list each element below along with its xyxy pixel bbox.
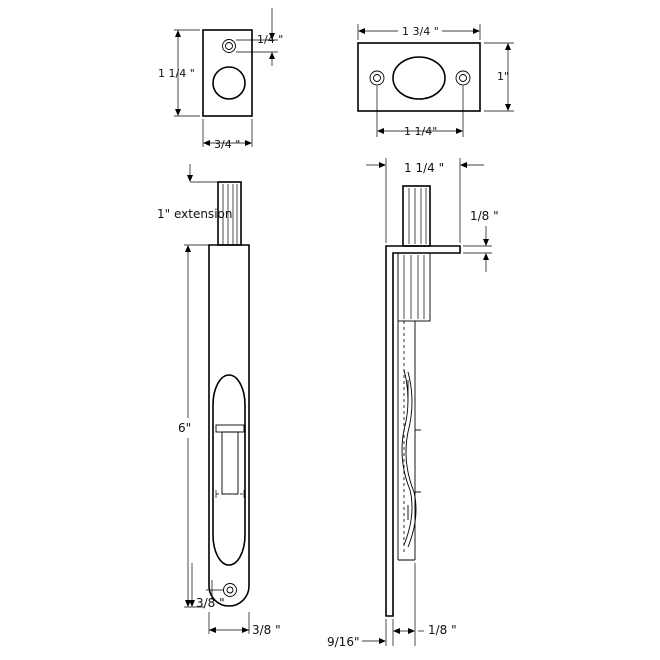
wide-strike-width-label: 1 3/4 " [402,25,439,38]
length-label: 6" [178,421,191,435]
side-width-label: 1 1/4 " [404,161,444,175]
wide-strike-plate [357,42,481,112]
small-strike-dimensions [174,8,278,147]
side-thickness-label: 1/8 " [428,623,457,637]
small-strike-width-label: 3/4 " [214,138,240,151]
side-view-dimensions [362,158,492,646]
side-depth-label: 9/16" [327,635,359,649]
flush-bolt-side-view [385,185,461,617]
small-strike-plate [202,29,253,117]
extension-label: 1" extension [157,207,232,221]
front-view-dimensions [184,164,250,634]
wide-strike-hole-spacing-label: 1 1/4" [404,125,437,138]
small-strike-hole-label: 1/4 " [257,33,283,46]
small-strike-height-label: 1 1/4 " [158,67,195,80]
wide-strike-height-label: 1" [497,70,509,83]
side-flange-label: 1/8 " [470,209,499,223]
body-width-label: 3/8 " [252,623,281,637]
bottom-offset-label: 3/8 " [196,596,225,610]
wide-strike-dimensions [357,24,514,137]
flush-bolt-front-view [208,181,250,607]
